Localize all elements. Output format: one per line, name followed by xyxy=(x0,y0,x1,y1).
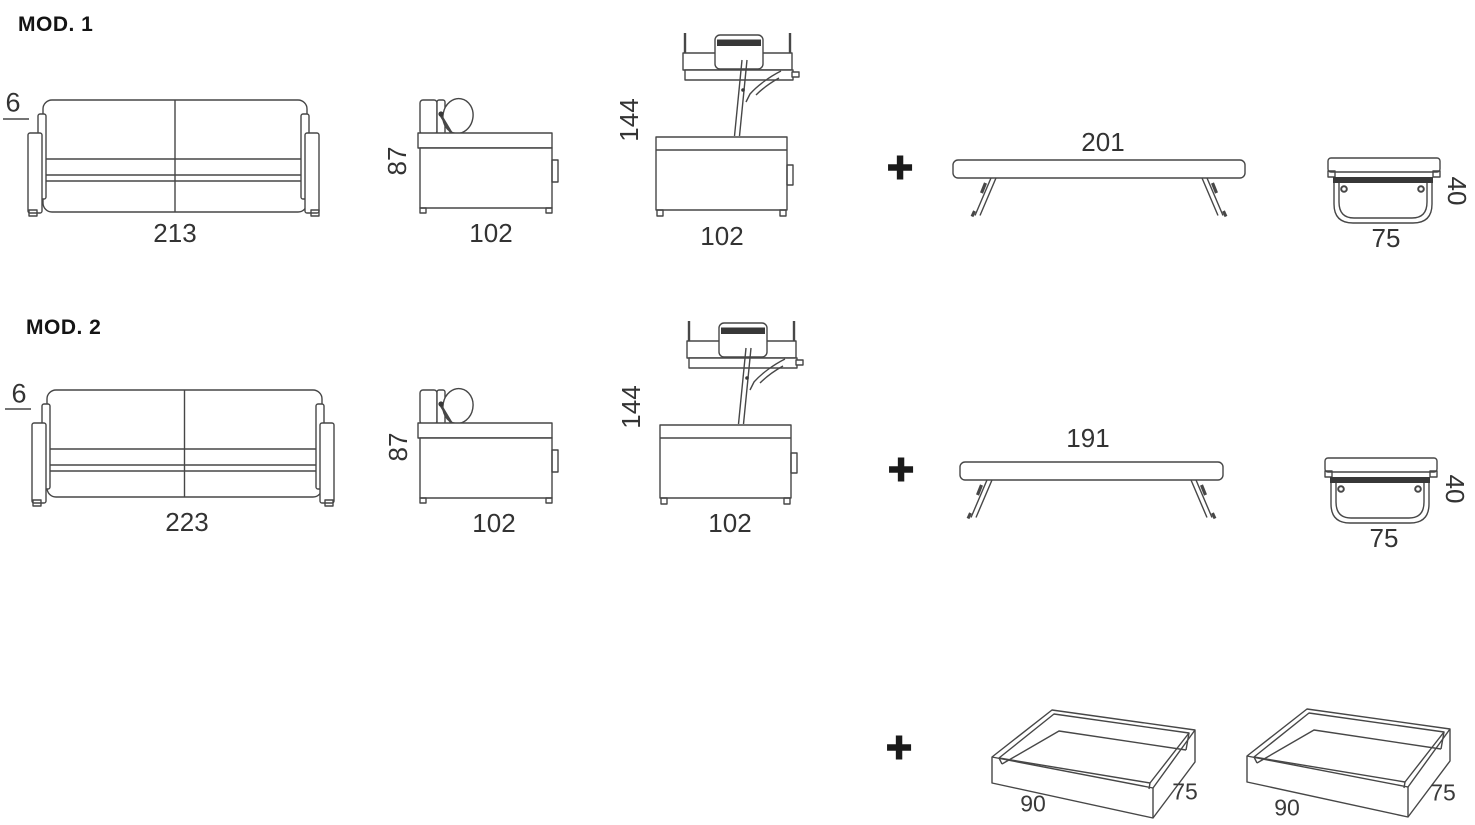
mod2-sofa-open-drawing xyxy=(658,319,805,506)
mod2-arm-dim: 6 xyxy=(11,378,27,409)
drawer1-depth-dim: 75 xyxy=(1172,778,1198,805)
mod1-title: MOD. 1 xyxy=(18,13,94,36)
mod2-sofa-depth-dim: 102 xyxy=(472,508,516,538)
mod2-sofa-front-drawing xyxy=(5,389,335,507)
mod2-open-height-dim: 144 xyxy=(616,385,646,429)
mod1-sofa-side-drawing xyxy=(416,94,560,215)
mod1-sofa-front-drawing xyxy=(3,99,320,217)
mod2-title: MOD. 2 xyxy=(26,316,102,339)
mod2-open-depth-dim: 102 xyxy=(708,508,752,538)
mod2-sofa-side-drawing xyxy=(416,384,560,505)
mod1-open-depth-dim: 102 xyxy=(700,221,744,251)
mod1-sofa-depth-dim: 102 xyxy=(469,218,513,248)
mod1-open-height-dim: 144 xyxy=(614,98,644,142)
mod2-bed-front-drawing xyxy=(959,461,1224,520)
mod1-bed-front-drawing xyxy=(952,159,1246,218)
mod1-sofa-height-dim: 87 xyxy=(382,146,412,176)
mod1-bed-side-drawing xyxy=(1327,157,1441,224)
mod1-bed-depth-dim: 75 xyxy=(1371,223,1401,253)
mod1-arm-dim: 6 xyxy=(5,87,21,118)
mod2-sofa-height-dim: 87 xyxy=(383,432,413,462)
storage-plus-icon: ✚ xyxy=(885,728,913,768)
mod2-sofa-width-dim: 223 xyxy=(165,507,209,537)
mod2-bed-width-dim: 191 xyxy=(1066,423,1110,453)
mod2-plus-icon: ✚ xyxy=(887,450,915,490)
mod1-bed-height-dim: 40 xyxy=(1442,176,1472,206)
mod1-bed-width-dim: 201 xyxy=(1081,127,1125,157)
mod1-plus-icon: ✚ xyxy=(886,148,914,188)
mod2-bed-depth-dim: 75 xyxy=(1369,523,1399,553)
mod2-bed-height-dim: 40 xyxy=(1440,474,1470,504)
drawer1-width-dim: 90 xyxy=(1020,790,1046,817)
drawer2-width-dim: 90 xyxy=(1274,794,1300,821)
mod1-sofa-width-dim: 213 xyxy=(153,218,197,248)
drawer2-depth-dim: 75 xyxy=(1430,779,1456,806)
mod2-bed-side-drawing xyxy=(1324,457,1438,524)
mod1-sofa-open-drawing xyxy=(654,31,801,218)
